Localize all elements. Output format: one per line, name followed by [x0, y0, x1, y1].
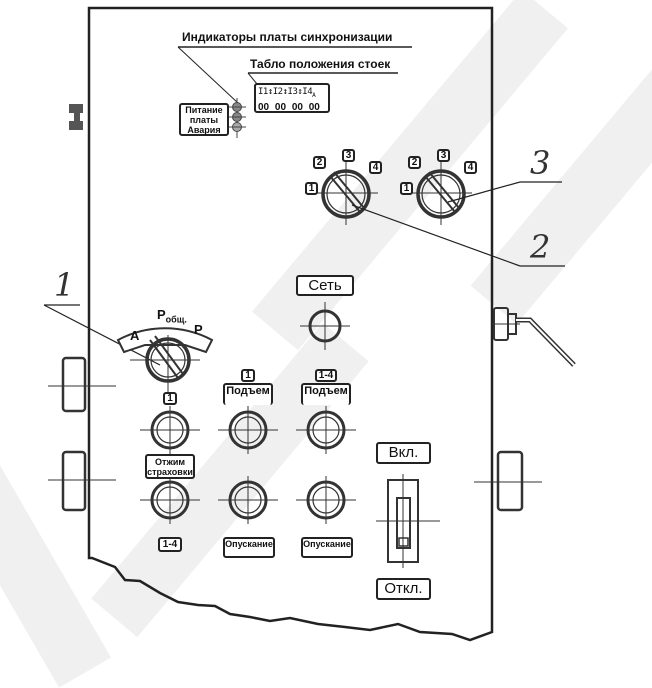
position-display: I1↕I2↕I3↕I4A 00 00 00 00 [254, 83, 330, 113]
right-latch [474, 450, 542, 512]
col1-top-tag: 1 [163, 392, 177, 405]
selector-right-pos-2[interactable]: 2 [408, 156, 421, 169]
value-i4: 00 [308, 101, 320, 113]
power-off-label: Откл. [376, 578, 431, 600]
cabinet-outline [87, 6, 494, 642]
col2-down-label: Опускание [223, 537, 275, 558]
button-col2-up [218, 406, 278, 454]
value-i2: 00 [274, 101, 287, 113]
main-switch-center-letter: P [157, 307, 166, 322]
col3-down-label: Опускание [301, 537, 353, 558]
button-col1-top [140, 406, 200, 454]
left-latch-lower [48, 450, 116, 512]
position-display-label: Табло положения стоек [250, 57, 391, 71]
left-latch-upper [48, 356, 116, 413]
main-switch-label-p-total: Pобщ. [157, 307, 187, 325]
col2-up-label: Подъем [223, 383, 273, 405]
callout-2: 2 [530, 228, 551, 266]
door-handle-icon [492, 307, 576, 367]
col1-bottom-tag: 1-4 [158, 537, 182, 552]
arrow-icon: ↕ [267, 87, 273, 97]
value-i3: 00 [291, 101, 303, 113]
button-col3-up [296, 406, 356, 454]
main-switch-knob [130, 335, 200, 400]
channel-suffix: A [312, 91, 316, 99]
network-lamp [300, 302, 350, 350]
indicator-label-power: Питание [185, 105, 223, 115]
network-label: Сеть [296, 275, 354, 296]
col3-top-tag: 1-4 [315, 369, 337, 382]
col1-release-safety-label: Отжим страховки [145, 454, 195, 479]
selector-right-pos-3[interactable]: 3 [437, 149, 450, 162]
selector-right-pos-4[interactable]: 4 [464, 161, 477, 174]
selector-left-pos-3[interactable]: 3 [342, 149, 355, 162]
selector-right-pos-1[interactable]: 1 [400, 182, 413, 195]
channel-i1: I1 [258, 87, 268, 97]
button-col1-bottom [140, 476, 200, 524]
col3-up-label: Подъем [301, 383, 351, 405]
selector-left-pos-4[interactable]: 4 [369, 161, 382, 174]
main-switch-center-sub: общ. [165, 314, 187, 325]
arrow-icon: ↕ [282, 87, 288, 97]
indicator-label-alarm: Авария [187, 125, 221, 135]
release-label-line2: страховки [147, 467, 193, 477]
selector-knob-right [400, 160, 472, 225]
power-on-label: Вкл. [376, 442, 431, 464]
callout-3: 3 [530, 144, 551, 182]
col2-top-tag: 1 [241, 369, 255, 382]
indicator-panel-label: Питание платы Авария [179, 103, 229, 136]
selector-left-pos-1[interactable]: 1 [305, 182, 318, 195]
panel-outline-svg [43, 6, 576, 642]
main-switch-label-a: A [130, 328, 140, 343]
callout-1: 1 [54, 266, 75, 304]
button-col3-down [296, 476, 356, 524]
indicator-label-board: платы [189, 115, 219, 125]
channel-i3: I3 [287, 87, 298, 97]
value-i1: 00 [258, 101, 270, 113]
main-switch-label-p: P [194, 322, 203, 337]
power-toggle-switch [376, 474, 440, 568]
selector-left-pos-2[interactable]: 2 [313, 156, 326, 169]
sync-indicators-label: Индикаторы платы синхронизации [182, 30, 393, 44]
release-label-line1: Отжим [154, 457, 186, 467]
indicator-leds [229, 98, 246, 138]
arrow-icon: ↕ [297, 87, 303, 97]
channel-i2: I2 [272, 87, 283, 97]
button-col2-down [218, 476, 278, 524]
channel-i4: I4 [302, 87, 313, 97]
hinge-icon [69, 104, 83, 130]
